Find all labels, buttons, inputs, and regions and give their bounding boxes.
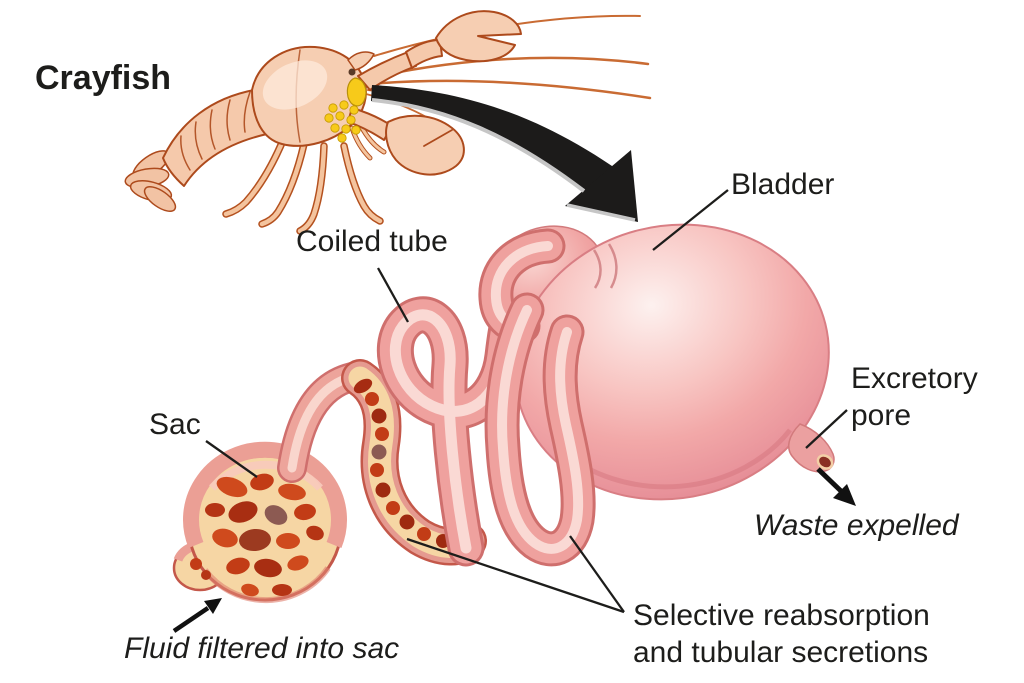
label-fluid-filtered: Fluid filtered into sac [124, 632, 400, 665]
leader-line-selective-2 [569, 535, 625, 613]
excretory-pore-shape [787, 423, 835, 473]
label-sac: Sac [149, 408, 201, 441]
label-waste-expelled: Waste expelled [754, 509, 959, 542]
bladder-creases [592, 243, 618, 289]
tail-fan [124, 150, 177, 212]
carapace-highlight [262, 60, 328, 110]
coiled-tube-front-loops [478, 228, 596, 567]
page-title: Crayfish [35, 59, 172, 97]
claw-upper [357, 10, 522, 91]
rostrum [347, 51, 375, 71]
sac-filtrate-blobs [190, 473, 324, 597]
label-selective-reabsorption: Selective reabsorption and tubular secre… [633, 599, 930, 669]
sac-shape [172, 441, 347, 604]
leader-line-excretory-pore [805, 409, 848, 449]
leader-line-selective-1 [406, 537, 625, 614]
abdomen [162, 89, 268, 187]
label-bladder: Bladder [731, 168, 835, 201]
waste-expelled-arrow-icon [816, 467, 856, 506]
label-excretory-pore: Excretory pore [851, 362, 978, 432]
leader-line-bladder [652, 189, 729, 251]
leader-line-coiled-tube [376, 267, 410, 323]
leader-line-sac [205, 440, 258, 478]
crayfish-illustration [124, 10, 652, 235]
zoom-arrow-icon [371, 85, 638, 222]
claw-lower [347, 107, 465, 176]
label-coiled-tube: Coiled tube [296, 225, 448, 258]
abdomen-segments [180, 91, 251, 171]
eye-icon [348, 68, 356, 76]
leader-lines [205, 189, 848, 614]
fluid-filtered-arrow-icon [172, 598, 222, 633]
green-gland-icon [324, 77, 367, 143]
